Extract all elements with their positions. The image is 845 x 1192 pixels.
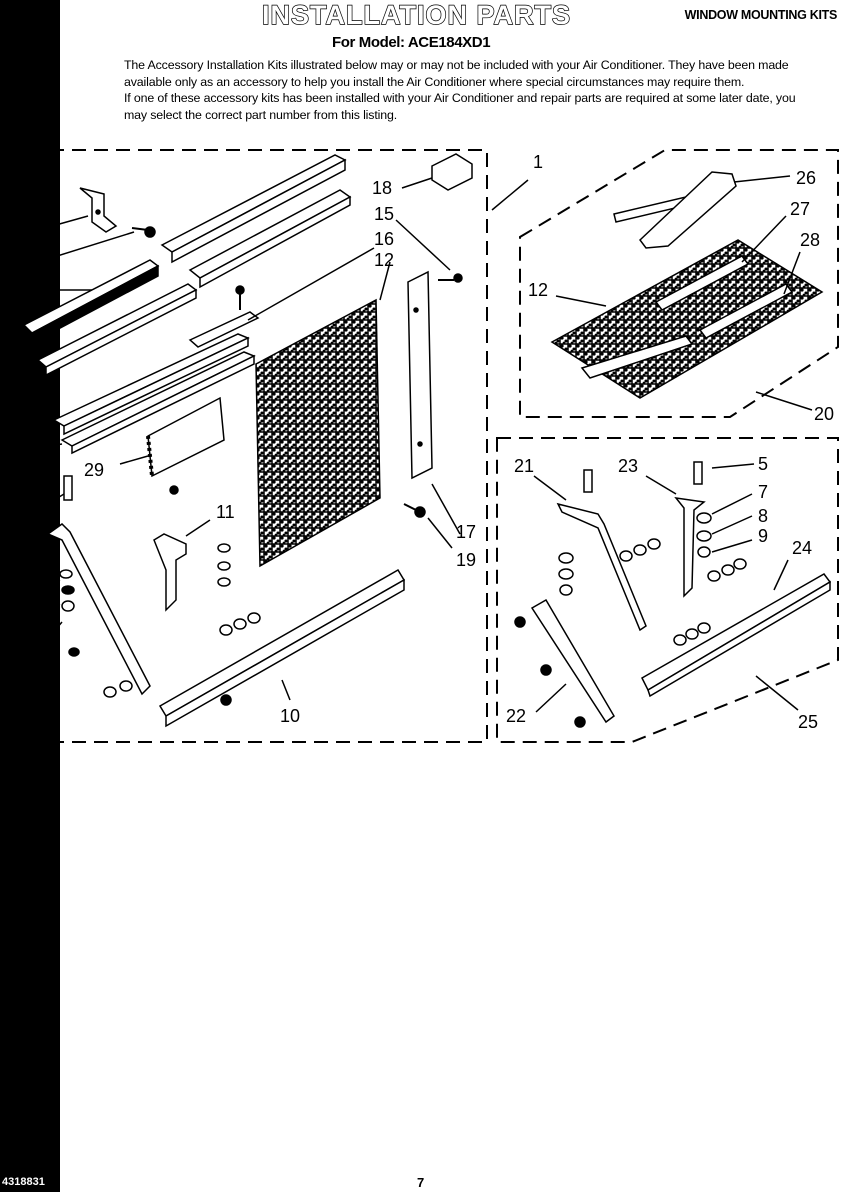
document-number: 4318831	[2, 1176, 45, 1188]
callout-7-right: 7	[758, 482, 768, 502]
part-14-screw	[131, 226, 156, 238]
callout-4: 4	[14, 438, 24, 458]
hardware-stack-left	[59, 475, 261, 706]
part-15-screw	[235, 273, 463, 310]
intro-text: The Accessory Installation Kits illustra…	[124, 57, 814, 123]
part-29-foam-block	[146, 396, 225, 478]
callout-29: 29	[84, 460, 104, 480]
callout-22: 22	[506, 706, 526, 726]
callout-7-left: 7	[14, 582, 24, 602]
callout-numbers: 13 14 2 3 4 5 6 7 8 9 29 11 10 18 15 16 …	[10, 152, 834, 732]
part-18-foam-seal	[431, 153, 473, 191]
callout-10: 10	[280, 706, 300, 726]
part-12-foam-panel	[255, 298, 381, 568]
callout-9-left: 9	[14, 642, 24, 662]
callout-6: 6	[14, 560, 24, 580]
page-number: 7	[417, 1175, 425, 1190]
callout-3: 3	[14, 410, 24, 430]
callout-12-right: 12	[528, 280, 548, 300]
part-19-screw	[403, 503, 426, 518]
callout-27: 27	[790, 199, 810, 219]
callout-8-right: 8	[758, 506, 768, 526]
callout-1: 1	[533, 152, 543, 172]
upper-angle-rails	[22, 154, 352, 377]
kit-20-foam-panel	[550, 239, 824, 399]
callout-5-right: 5	[758, 454, 768, 474]
part-10-sill-support	[158, 568, 406, 728]
callout-15: 15	[374, 204, 394, 224]
hardware-stack-right	[514, 461, 747, 728]
part-17-vertical-channel	[407, 270, 433, 480]
callout-12-left: 12	[374, 250, 394, 270]
part-11-bracket	[153, 533, 187, 612]
section-heading: WINDOW MOUNTING KITS	[684, 8, 838, 22]
part-16-strip	[188, 311, 260, 348]
callout-20: 20	[814, 404, 834, 424]
kit-20-boundary	[519, 149, 839, 418]
callout-11: 11	[216, 502, 235, 522]
callout-23: 23	[618, 456, 638, 476]
binding-strip	[0, 0, 60, 1192]
callout-14: 14	[10, 254, 30, 274]
callout-24: 24	[792, 538, 812, 558]
callout-17: 17	[456, 522, 476, 542]
part-23-bracket	[674, 496, 706, 598]
part-6-leg	[46, 523, 151, 696]
lower-angle-rails	[52, 333, 256, 455]
callout-25: 25	[798, 712, 818, 732]
intro-paragraph-2: If one of these accessory kits has been …	[124, 91, 796, 122]
part-13-bracket	[79, 187, 118, 233]
callout-5-left: 5	[14, 504, 24, 524]
callout-8-left: 8	[14, 608, 24, 628]
leader-lines	[21, 175, 813, 713]
callout-19: 19	[456, 550, 476, 570]
part-26-strips	[613, 171, 737, 249]
part-22-leg	[530, 598, 615, 724]
callout-28: 28	[800, 230, 820, 250]
part-21-bracket	[556, 502, 647, 632]
callout-16: 16	[374, 229, 394, 249]
callout-13: 13	[10, 221, 30, 241]
model-number: For Model: ACE184XD1	[332, 34, 491, 51]
callout-2: 2	[14, 282, 24, 302]
callout-18: 18	[372, 178, 392, 198]
page-title: INSTALLATION PARTS	[261, 0, 571, 31]
callout-21: 21	[514, 456, 534, 476]
kit-1-boundary	[5, 149, 488, 743]
intro-paragraph-1: The Accessory Installation Kits illustra…	[124, 58, 789, 89]
kit-25-boundary	[496, 437, 839, 743]
callout-9-right: 9	[758, 526, 768, 546]
callout-26: 26	[796, 168, 816, 188]
part-24-rail	[641, 573, 832, 698]
